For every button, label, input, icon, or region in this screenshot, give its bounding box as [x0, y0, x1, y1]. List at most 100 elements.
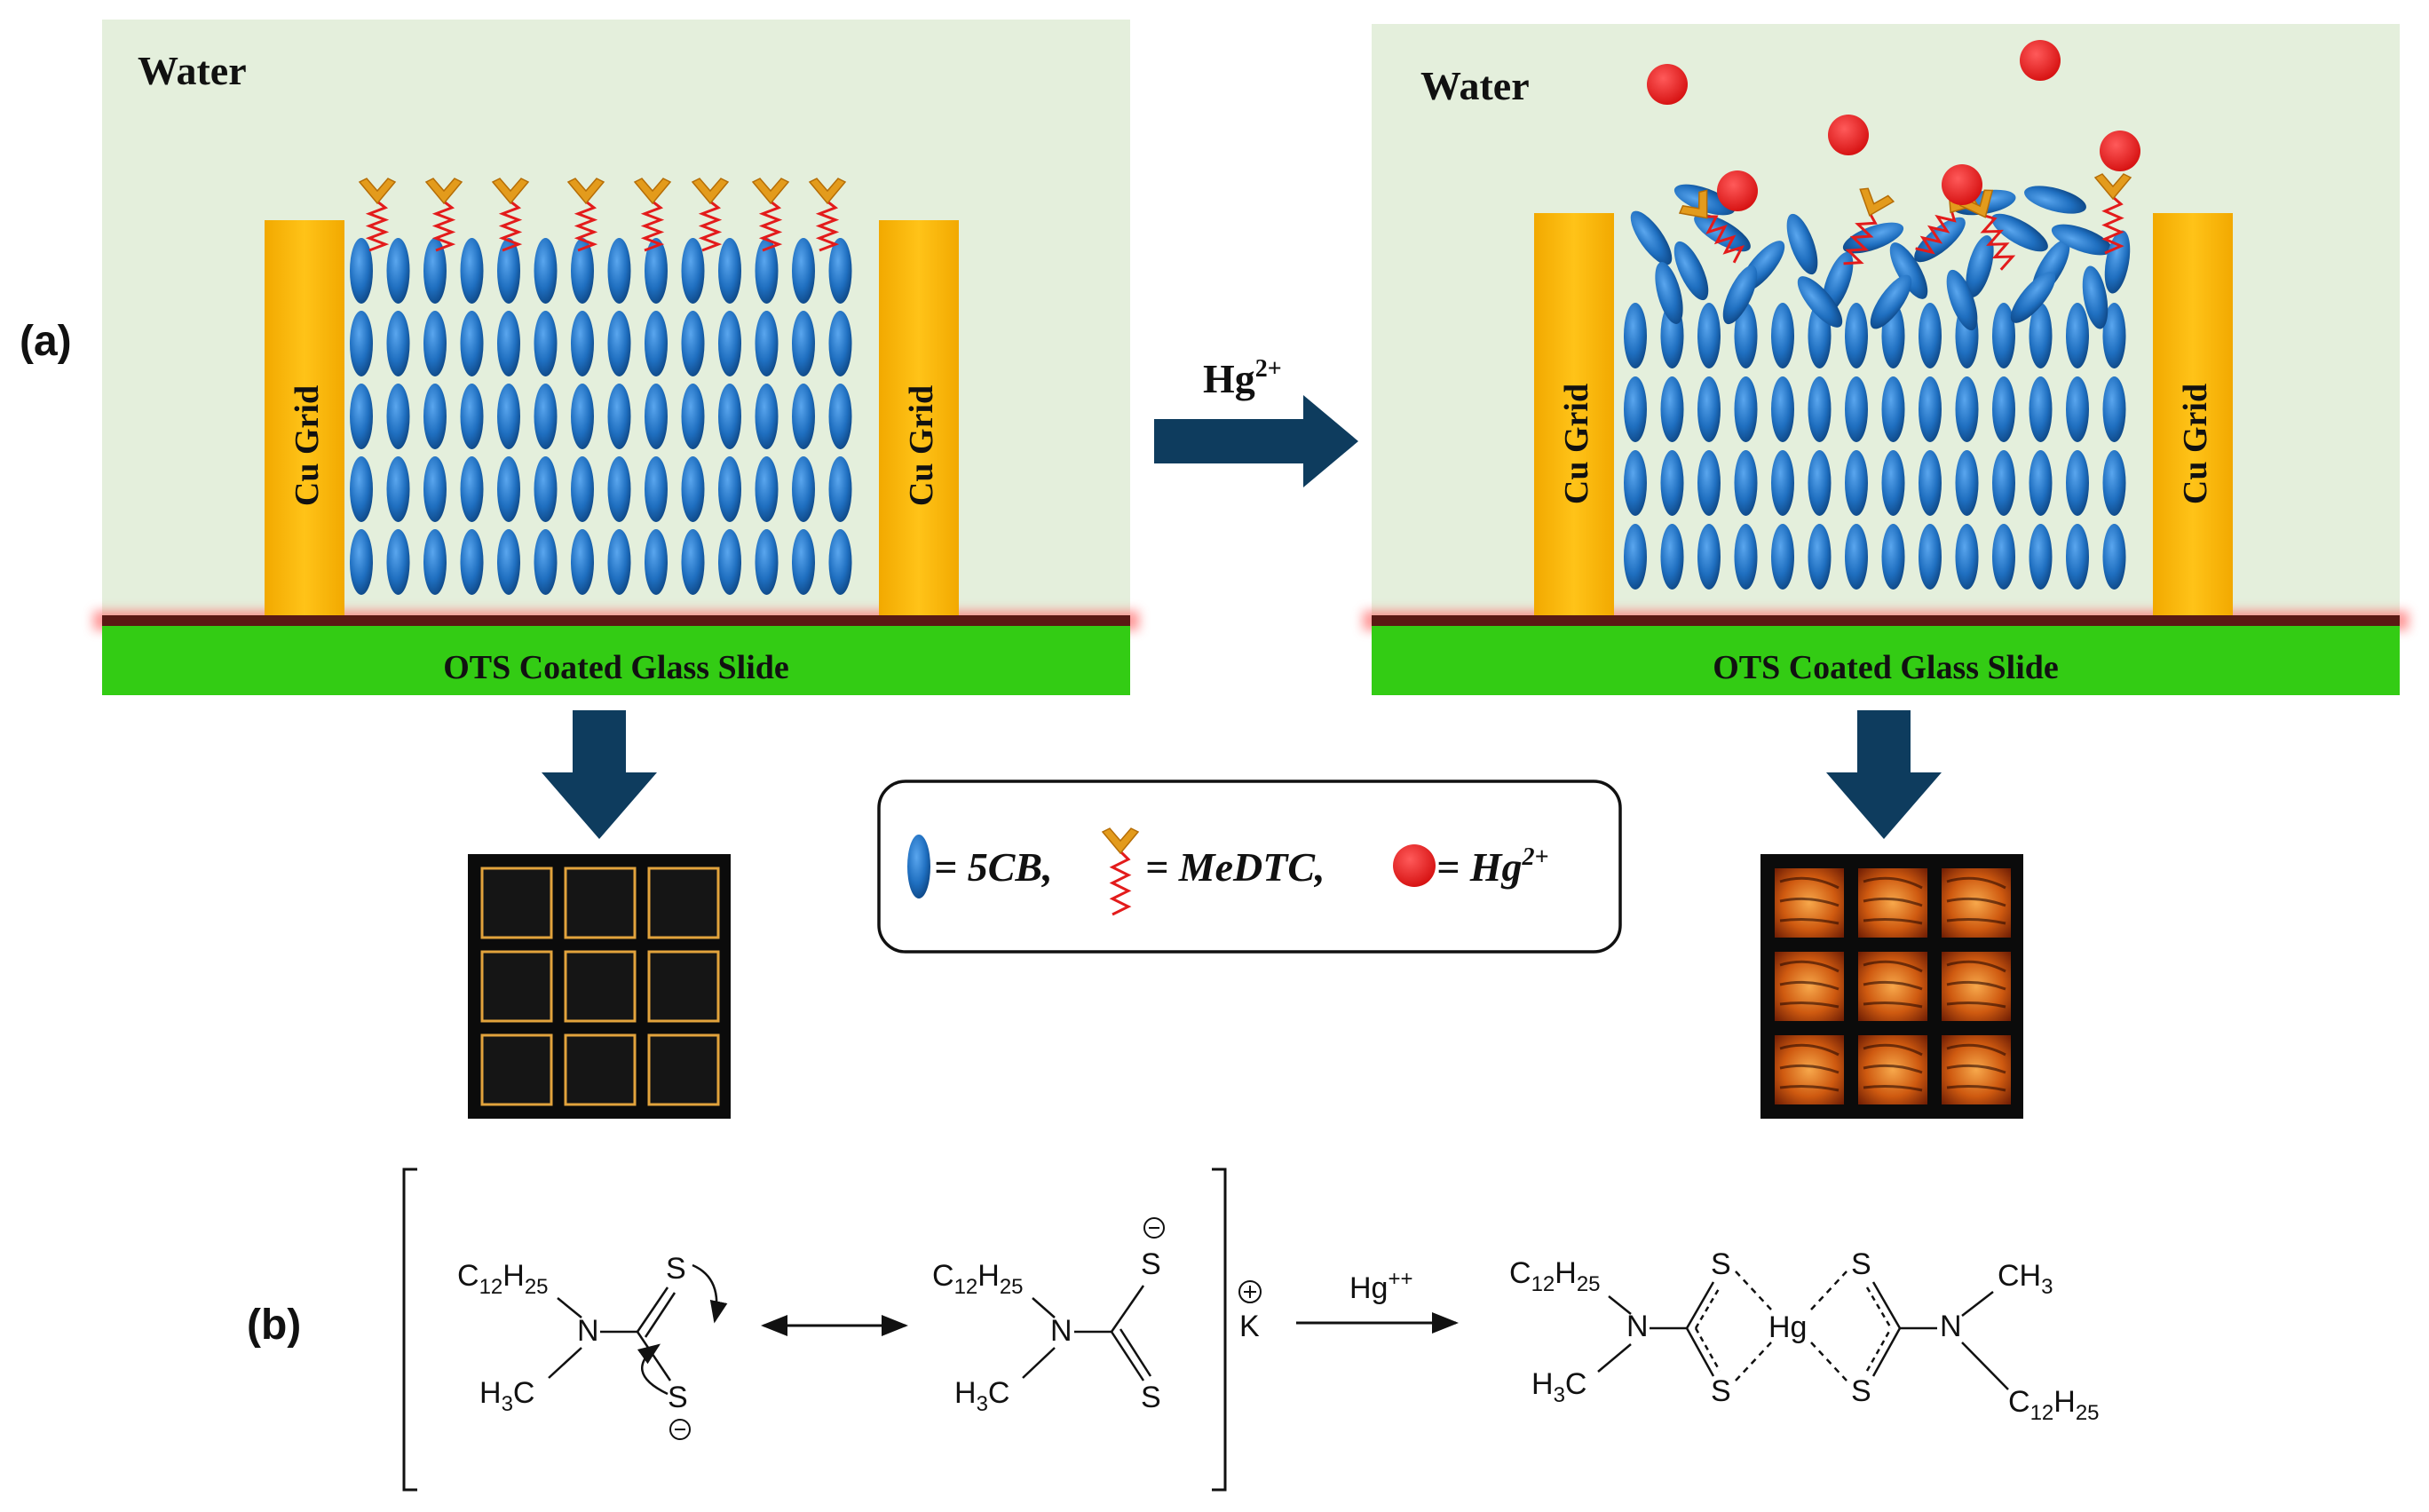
- lc-molecule: [460, 238, 484, 304]
- lc-molecule: [607, 529, 631, 595]
- hg-ion: [2100, 131, 2140, 171]
- right-pom-image: [1760, 854, 2023, 1119]
- lc-molecule: [792, 238, 815, 304]
- medtc-ligand: [808, 178, 847, 252]
- left-down-arrow: [542, 710, 657, 839]
- lc-molecule: [1881, 450, 1905, 516]
- lc-molecule: [1881, 376, 1905, 442]
- lc-molecule: [1771, 524, 1794, 590]
- lc-molecule: [2066, 450, 2089, 516]
- lc-molecule: [386, 384, 410, 449]
- pom-texture-line: [1946, 1043, 2006, 1057]
- lc-molecule: [718, 456, 741, 522]
- lc-molecule: [1771, 303, 1794, 368]
- lc-molecule: [681, 384, 705, 449]
- lc-molecule: [1771, 376, 1794, 442]
- lc-molecule: [1845, 524, 1868, 590]
- svg-text:S: S: [1711, 1374, 1731, 1408]
- lc-molecule: [2029, 450, 2053, 516]
- pom-texture-line: [1779, 980, 1840, 991]
- svg-text:C12H25: C12H25: [1509, 1256, 1601, 1296]
- lc-molecule: [1955, 450, 1979, 516]
- lc-molecule: [828, 311, 852, 376]
- lc-molecule: [1992, 376, 2015, 442]
- lc-molecule: [350, 238, 373, 304]
- lc-molecule: [1889, 242, 1928, 299]
- lc-molecule: [386, 456, 410, 522]
- hg-arrow-label: Hg2+: [1203, 355, 1282, 401]
- lc-molecule: [1992, 303, 2015, 368]
- lc-molecule: [755, 311, 779, 376]
- lc-molecule: [423, 529, 447, 595]
- lc-molecule: [2102, 303, 2126, 368]
- lc-molecule: [534, 529, 558, 595]
- lc-molecule: [755, 529, 779, 595]
- pom-texture-line: [1863, 876, 1923, 890]
- pom-texture-line: [1779, 960, 1840, 973]
- legend-medtc-icon: [1101, 827, 1140, 916]
- lc-molecule: [386, 311, 410, 376]
- right-lc-molecules: [1624, 184, 2131, 590]
- lc-molecule: [497, 384, 520, 449]
- hg-complex-product: C12H25 N H3C S S Hg S S N C: [1509, 1247, 2100, 1425]
- lc-molecule: [645, 311, 668, 376]
- lc-molecule: [571, 311, 594, 376]
- lc-molecule: [1624, 524, 1647, 590]
- lc-molecule: [1734, 524, 1758, 590]
- medtc-ligand: [1843, 187, 1895, 265]
- medtc-ligand: [424, 178, 463, 252]
- lc-molecule: [1660, 376, 1684, 442]
- lc-molecule: [2082, 265, 2109, 329]
- lc-molecule: [1845, 376, 1868, 442]
- lc-molecule: [1734, 376, 1758, 442]
- lc-molecule: [1919, 376, 1942, 442]
- lc-molecule: [2024, 186, 2086, 214]
- pom-cell: [647, 1033, 720, 1106]
- panel-b-label: (b): [247, 1302, 301, 1349]
- svg-text:S: S: [1851, 1374, 1871, 1408]
- lc-molecule: [607, 456, 631, 522]
- lc-molecule: [2029, 524, 2053, 590]
- lc-molecule: [2102, 524, 2126, 590]
- lc-molecule: [460, 456, 484, 522]
- lc-molecule: [1919, 524, 1942, 590]
- right-cell-diagram: Water OTS Coated Glass Slide Cu Grid Cu …: [1363, 24, 2409, 695]
- svg-text:N: N: [1626, 1310, 1649, 1343]
- lc-molecule: [828, 384, 852, 449]
- lc-molecule: [718, 238, 741, 304]
- medtc-ligand: [566, 178, 605, 252]
- lc-molecule: [607, 384, 631, 449]
- lc-molecule: [681, 238, 705, 304]
- legend-5cb-icon: [907, 835, 930, 898]
- lc-molecule: [571, 456, 594, 522]
- lc-molecule: [386, 238, 410, 304]
- lc-molecule: [1734, 450, 1758, 516]
- pom-texture-line: [1779, 1043, 1840, 1057]
- lc-molecule: [1808, 524, 1832, 590]
- pom-cell: [480, 1033, 553, 1106]
- lc-molecule: [792, 529, 815, 595]
- lc-molecule: [1630, 210, 1673, 265]
- lc-molecule: [1734, 303, 1758, 368]
- left-lc-molecules: [350, 238, 852, 595]
- lc-molecule: [460, 384, 484, 449]
- hg-ion: [1717, 170, 1758, 211]
- lc-molecule: [1992, 524, 2015, 590]
- medtc-ligand: [2093, 173, 2132, 255]
- lc-molecule: [1722, 265, 1758, 325]
- left-bracket: [402, 1168, 417, 1492]
- left-cu-grid-right: [879, 220, 959, 615]
- lc-molecule: [1697, 524, 1721, 590]
- lc-molecule: [1842, 222, 1904, 254]
- lc-molecule: [2051, 224, 2113, 256]
- chemical-scheme: C12H25 N H3C S S C12H25 N H3C S S: [402, 1168, 2100, 1492]
- dtc-resonance-form-2: C12H25 N H3C S S: [932, 1217, 1165, 1416]
- lc-molecule: [497, 529, 520, 595]
- lc-molecule: [1946, 269, 1978, 331]
- pom-texture-line: [1863, 897, 1923, 907]
- lc-molecule: [2066, 524, 2089, 590]
- pom-texture-line: [1946, 1001, 2006, 1009]
- left-pom-image: [468, 854, 731, 1119]
- lc-molecule: [1771, 450, 1794, 516]
- lc-molecule: [1786, 213, 1818, 275]
